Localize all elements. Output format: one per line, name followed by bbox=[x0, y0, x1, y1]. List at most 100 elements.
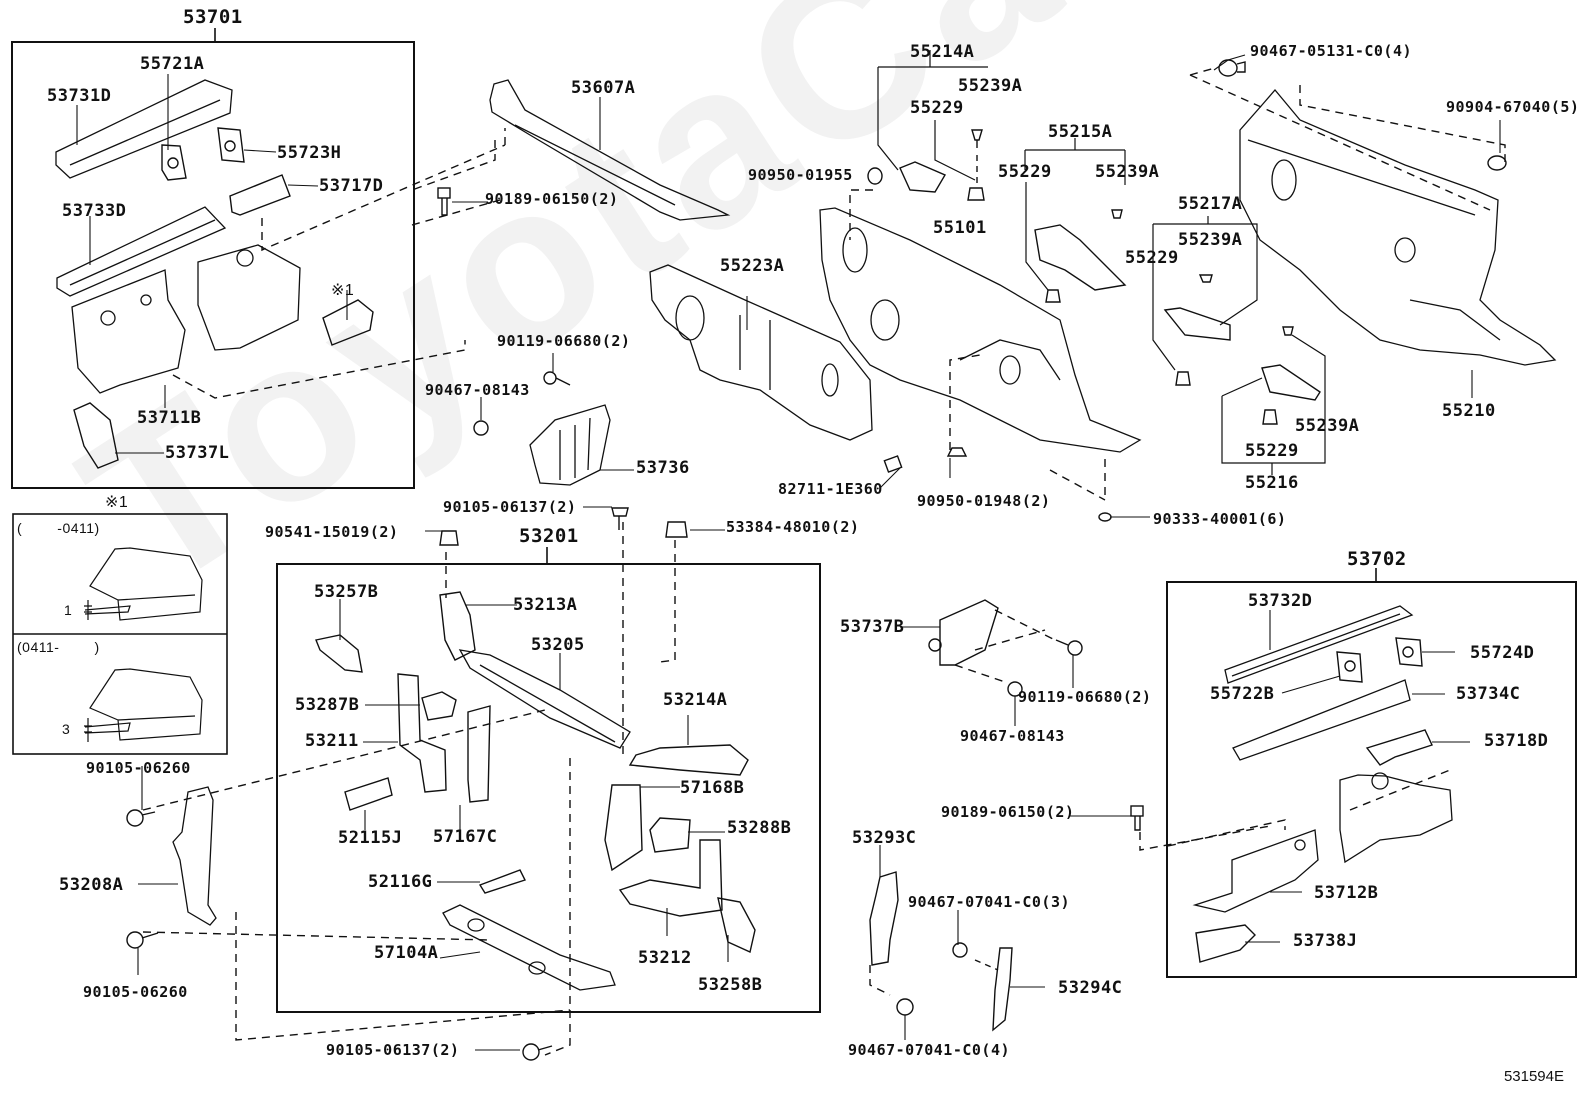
part-55721A bbox=[161, 144, 187, 181]
fastener-label-90105-06137-b: 90105-06137(2) bbox=[326, 1041, 460, 1059]
part-52116G bbox=[478, 869, 526, 894]
part-label-55721A: 55721A bbox=[140, 54, 205, 74]
part-label-53257B: 53257B bbox=[314, 582, 379, 602]
clip-55239A-2 bbox=[1111, 209, 1123, 219]
part-label-55229-3: 55229 bbox=[1125, 248, 1179, 268]
part-53732D bbox=[1224, 605, 1414, 684]
part-label-53738J: 53738J bbox=[1293, 931, 1358, 951]
part-53712B bbox=[1192, 829, 1319, 913]
part-55223A bbox=[649, 264, 873, 441]
part-53712B-apron bbox=[1339, 772, 1453, 864]
part-53733D bbox=[56, 206, 227, 297]
group-label-55217A: 55217A bbox=[1178, 194, 1243, 214]
part-label-53205: 53205 bbox=[531, 635, 585, 655]
part-label-55229-2: 55229 bbox=[998, 162, 1052, 182]
fastener-90105-06137-a bbox=[611, 507, 629, 530]
fastener-90105-06260-top bbox=[126, 809, 156, 827]
part-label-53737B: 53737B bbox=[840, 617, 905, 637]
dash-53701-b bbox=[172, 340, 466, 399]
part-53214A bbox=[628, 744, 749, 776]
part-53731D bbox=[55, 79, 233, 179]
fastener-label-90189-06150-b: 90189-06150(2) bbox=[941, 803, 1075, 821]
inset-dimension-1: 1 bbox=[64, 602, 73, 618]
clip-55229-4 bbox=[1262, 409, 1278, 425]
part-label-53734C: 53734C bbox=[1456, 684, 1521, 704]
fastener-label-90904-67040: 90904-67040(5) bbox=[1446, 98, 1580, 116]
fastener-90950-01948 bbox=[946, 447, 968, 457]
part-label-53732D: 53732D bbox=[1248, 591, 1313, 611]
clip-55239A-3 bbox=[1198, 274, 1213, 283]
fastener-82711-1E360 bbox=[883, 455, 903, 473]
part-label-55239A-2: 55239A bbox=[1095, 162, 1160, 182]
fastener-label-90467-05131-C0: 90467-05131-C0(4) bbox=[1250, 42, 1413, 60]
part-57168B bbox=[604, 784, 643, 872]
fastener-90467-07041-C0-4 bbox=[896, 998, 914, 1016]
part-53288B bbox=[649, 817, 691, 853]
fastener-label-90119-06680-b: 90119-06680(2) bbox=[1018, 688, 1152, 706]
fastener-90467-08143-a bbox=[473, 420, 489, 436]
part-53293C bbox=[869, 871, 899, 966]
part-label-53731D: 53731D bbox=[47, 86, 112, 106]
part-53718D bbox=[1365, 729, 1433, 766]
part-53738J bbox=[1195, 924, 1256, 963]
part-label-55210: 55210 bbox=[1442, 401, 1496, 421]
clip-55229-3 bbox=[1175, 371, 1191, 386]
fastener-90119-06680-b bbox=[1055, 639, 1083, 656]
part-label-55229-1: 55229 bbox=[910, 98, 964, 118]
part-label-53211: 53211 bbox=[305, 731, 359, 751]
part-53208A bbox=[172, 786, 217, 926]
part-label-53288B: 53288B bbox=[727, 818, 792, 838]
fastener-90333-40001 bbox=[1098, 512, 1112, 522]
part-55724D bbox=[1395, 637, 1423, 667]
fastener-90904-67040 bbox=[1487, 155, 1507, 171]
clip-55239A-1 bbox=[971, 129, 983, 148]
part-label-52115J: 52115J bbox=[338, 828, 403, 848]
part-label-53607A: 53607A bbox=[571, 78, 636, 98]
part-53213A bbox=[439, 591, 476, 661]
clip-55239A-4 bbox=[1282, 326, 1294, 336]
part-label-53737L: 53737L bbox=[165, 443, 230, 463]
part-label-53736: 53736 bbox=[636, 458, 690, 478]
group-label-55216: 55216 bbox=[1245, 473, 1299, 493]
part-53737B bbox=[928, 599, 999, 666]
fastener-label-90467-08143-b: 90467-08143 bbox=[960, 727, 1065, 745]
part-label-57168B: 57168B bbox=[680, 778, 745, 798]
clip-55229-2 bbox=[1045, 289, 1061, 303]
part-label-53212: 53212 bbox=[638, 948, 692, 968]
fastener-label-90105-06260-bottom: 90105-06260 bbox=[83, 983, 188, 1001]
fastener-label-90189-06150-a: 90189-06150(2) bbox=[485, 190, 619, 208]
fastener-90467-05131 bbox=[1218, 59, 1246, 77]
fastener-label-90541-15019: 90541-15019(2) bbox=[265, 523, 399, 541]
fastener-label-90119-06680-a: 90119-06680(2) bbox=[497, 332, 631, 350]
part-53717D bbox=[229, 174, 291, 216]
fastener-90950-01955 bbox=[867, 167, 883, 185]
part-label-55239A-3: 55239A bbox=[1178, 230, 1243, 250]
fastener-90105-06260-bottom bbox=[126, 931, 159, 949]
part-label-55723H: 55723H bbox=[277, 143, 342, 163]
group-label-53701: 53701 bbox=[183, 6, 243, 28]
part-53258B bbox=[717, 897, 756, 953]
part-55723H bbox=[217, 127, 245, 163]
part-label-52116G: 52116G bbox=[368, 872, 433, 892]
part-label-57104A: 57104A bbox=[374, 943, 439, 963]
fastener-label-90105-06260-top: 90105-06260 bbox=[86, 759, 191, 777]
group-label-55214A: 55214A bbox=[910, 42, 975, 62]
fastener-label-90467-07041-C0-4: 90467-07041-C0(4) bbox=[848, 1041, 1011, 1059]
fastener-label-82711-1E360: 82711-1E360 bbox=[778, 480, 883, 498]
part-label-53712B: 53712B bbox=[1314, 883, 1379, 903]
part-label-53287B: 53287B bbox=[295, 695, 360, 715]
part-55722B bbox=[1336, 651, 1363, 683]
part-55215A-bracket bbox=[1034, 224, 1127, 291]
fastener-label-90467-07041-C0-3: 90467-07041-C0(3) bbox=[908, 893, 1071, 911]
fastener-90189-06150-b bbox=[1130, 805, 1144, 831]
fastener-90541-15019 bbox=[439, 530, 459, 546]
dash-53701-a bbox=[261, 128, 506, 252]
fastener-label-90333-40001: 90333-40001(6) bbox=[1153, 510, 1287, 528]
group-box-53701 bbox=[11, 41, 415, 489]
part-55214A-bracket bbox=[899, 161, 947, 193]
fastener-label-90105-06137-a: 90105-06137(2) bbox=[443, 498, 577, 516]
part-53212 bbox=[618, 839, 723, 917]
fastener-label-90950-01955: 90950-01955 bbox=[748, 166, 853, 184]
part-label-55229-4: 55229 bbox=[1245, 441, 1299, 461]
part-55210 bbox=[1239, 88, 1557, 366]
